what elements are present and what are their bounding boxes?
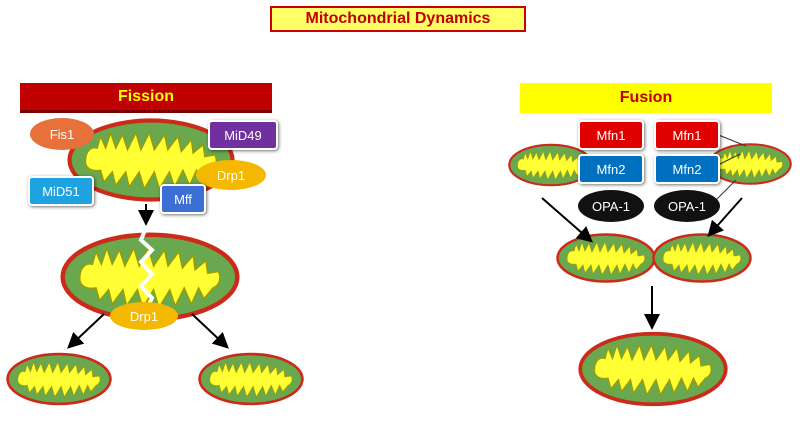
fission-daughter-left-mitochondrion — [6, 352, 112, 406]
fission-daughter-right-mitochondrion — [198, 352, 304, 406]
drp1-constriction-protein: Drp1 — [110, 302, 178, 330]
opa1-right-protein: OPA-1 — [654, 190, 720, 222]
fusion-tethered-right-mitochondrion — [652, 233, 752, 283]
drp1-protein: Drp1 — [196, 160, 266, 190]
mfn2-left-protein: Mfn2 — [578, 154, 644, 184]
mid49-protein: MiD49 — [208, 120, 278, 150]
fusion-tethered-left-mitochondrion — [556, 233, 656, 283]
mff-protein: Mff — [160, 184, 206, 214]
fusion-banner: Fusion — [520, 83, 772, 113]
fusion-fused-mitochondrion — [578, 331, 728, 407]
fis1-protein: Fis1 — [30, 118, 94, 150]
diagram-title: Mitochondrial Dynamics — [270, 6, 526, 32]
fusion-right-mitochondrion — [708, 142, 792, 186]
mfn2-right-protein: Mfn2 — [654, 154, 720, 184]
mid51-protein: MiD51 — [28, 176, 94, 206]
mfn1-left-protein: Mfn1 — [578, 120, 644, 150]
mfn1-right-protein: Mfn1 — [654, 120, 720, 150]
opa1-left-protein: OPA-1 — [578, 190, 644, 222]
fission-banner: Fission — [20, 83, 272, 113]
